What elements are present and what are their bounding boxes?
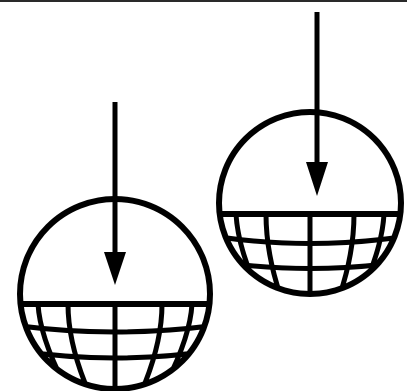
left-globe-icon bbox=[20, 102, 210, 391]
down-arrow-icon bbox=[306, 12, 328, 196]
down-arrow-icon bbox=[104, 102, 126, 285]
right-globe-icon bbox=[219, 12, 401, 300]
